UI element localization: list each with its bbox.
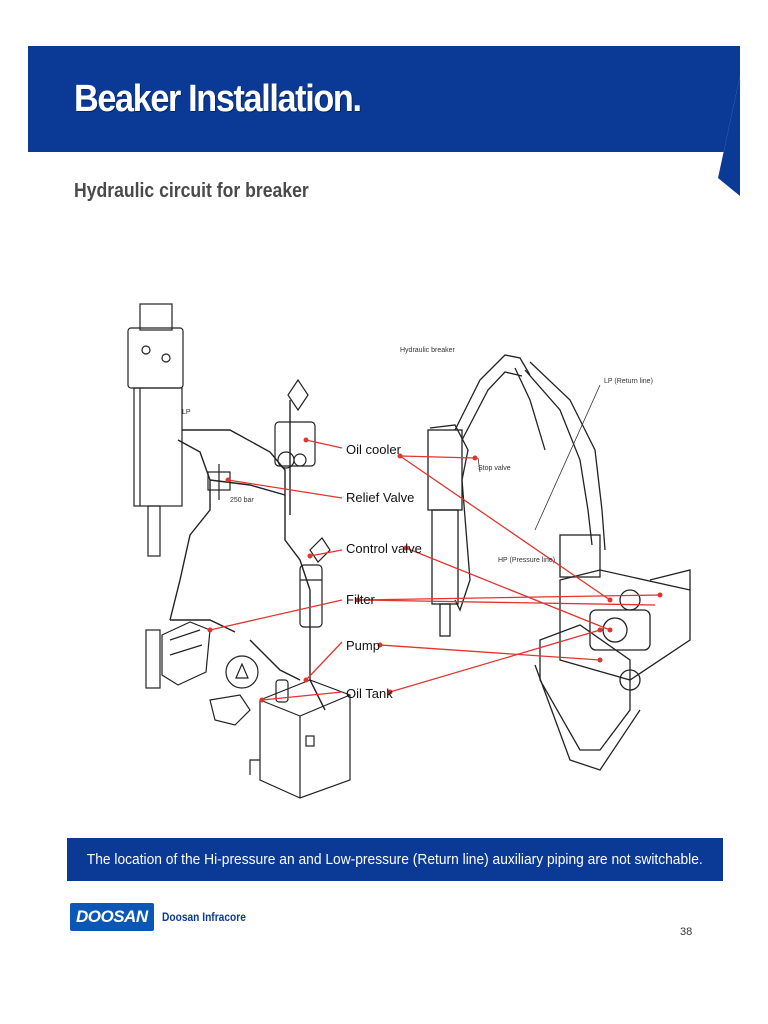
label-lp-return-line: LP (Return line) — [604, 378, 653, 385]
slide-title: Beaker Installation. — [74, 78, 362, 120]
page-number: 38 — [680, 926, 693, 938]
logo-mark: DOOSAN — [70, 903, 154, 931]
piping-network — [169, 400, 326, 711]
callout-filter: Filter — [346, 592, 376, 607]
breaker-left-drawing — [127, 303, 184, 557]
pump-drawing — [209, 655, 259, 726]
slide-subtitle: Hydraulic circuit for breaker — [74, 180, 309, 202]
label-hydraulic-breaker: Hydraulic breaker — [400, 347, 456, 354]
callout-dots — [207, 437, 663, 703]
doosan-logo: DOOSAN Doosan Infracore — [70, 903, 260, 931]
hydraulic-circuit-diagram: Oil cooler Relief Valve Control valve Fi… — [110, 280, 720, 800]
callout-relief-valve: Relief Valve — [346, 490, 414, 505]
banner-notch — [718, 46, 740, 196]
logo-text: Doosan Infracore — [161, 910, 246, 924]
callout-lines — [209, 439, 661, 701]
callout-pump: Pump — [346, 638, 380, 653]
callout-oil-tank: Oil Tank — [346, 686, 393, 701]
diagram-svg: Oil cooler Relief Valve Control valve Fi… — [127, 303, 691, 799]
oil-cooler-drawing — [274, 378, 316, 469]
line-guides — [477, 384, 601, 531]
label-pressure-setting: 250 bar — [230, 497, 254, 504]
label-stop-valve: Stop valve — [478, 465, 511, 472]
note-box: The location of the Hi-pressure an and L… — [67, 838, 723, 881]
callout-oil-cooler: Oil cooler — [346, 442, 402, 457]
title-banner — [28, 46, 740, 196]
valve-stack-drawing — [145, 621, 211, 689]
note-text: The location of the Hi-pressure an and L… — [87, 851, 703, 868]
excavator-drawing — [427, 354, 691, 771]
label-lp-tag: LP — [182, 409, 191, 416]
label-hp-pressure-line: HP (Pressure line) — [498, 557, 555, 564]
callout-control-valve: Control valve — [346, 541, 422, 556]
oil-tank-drawing — [249, 679, 351, 799]
filter-drawing — [299, 537, 331, 628]
